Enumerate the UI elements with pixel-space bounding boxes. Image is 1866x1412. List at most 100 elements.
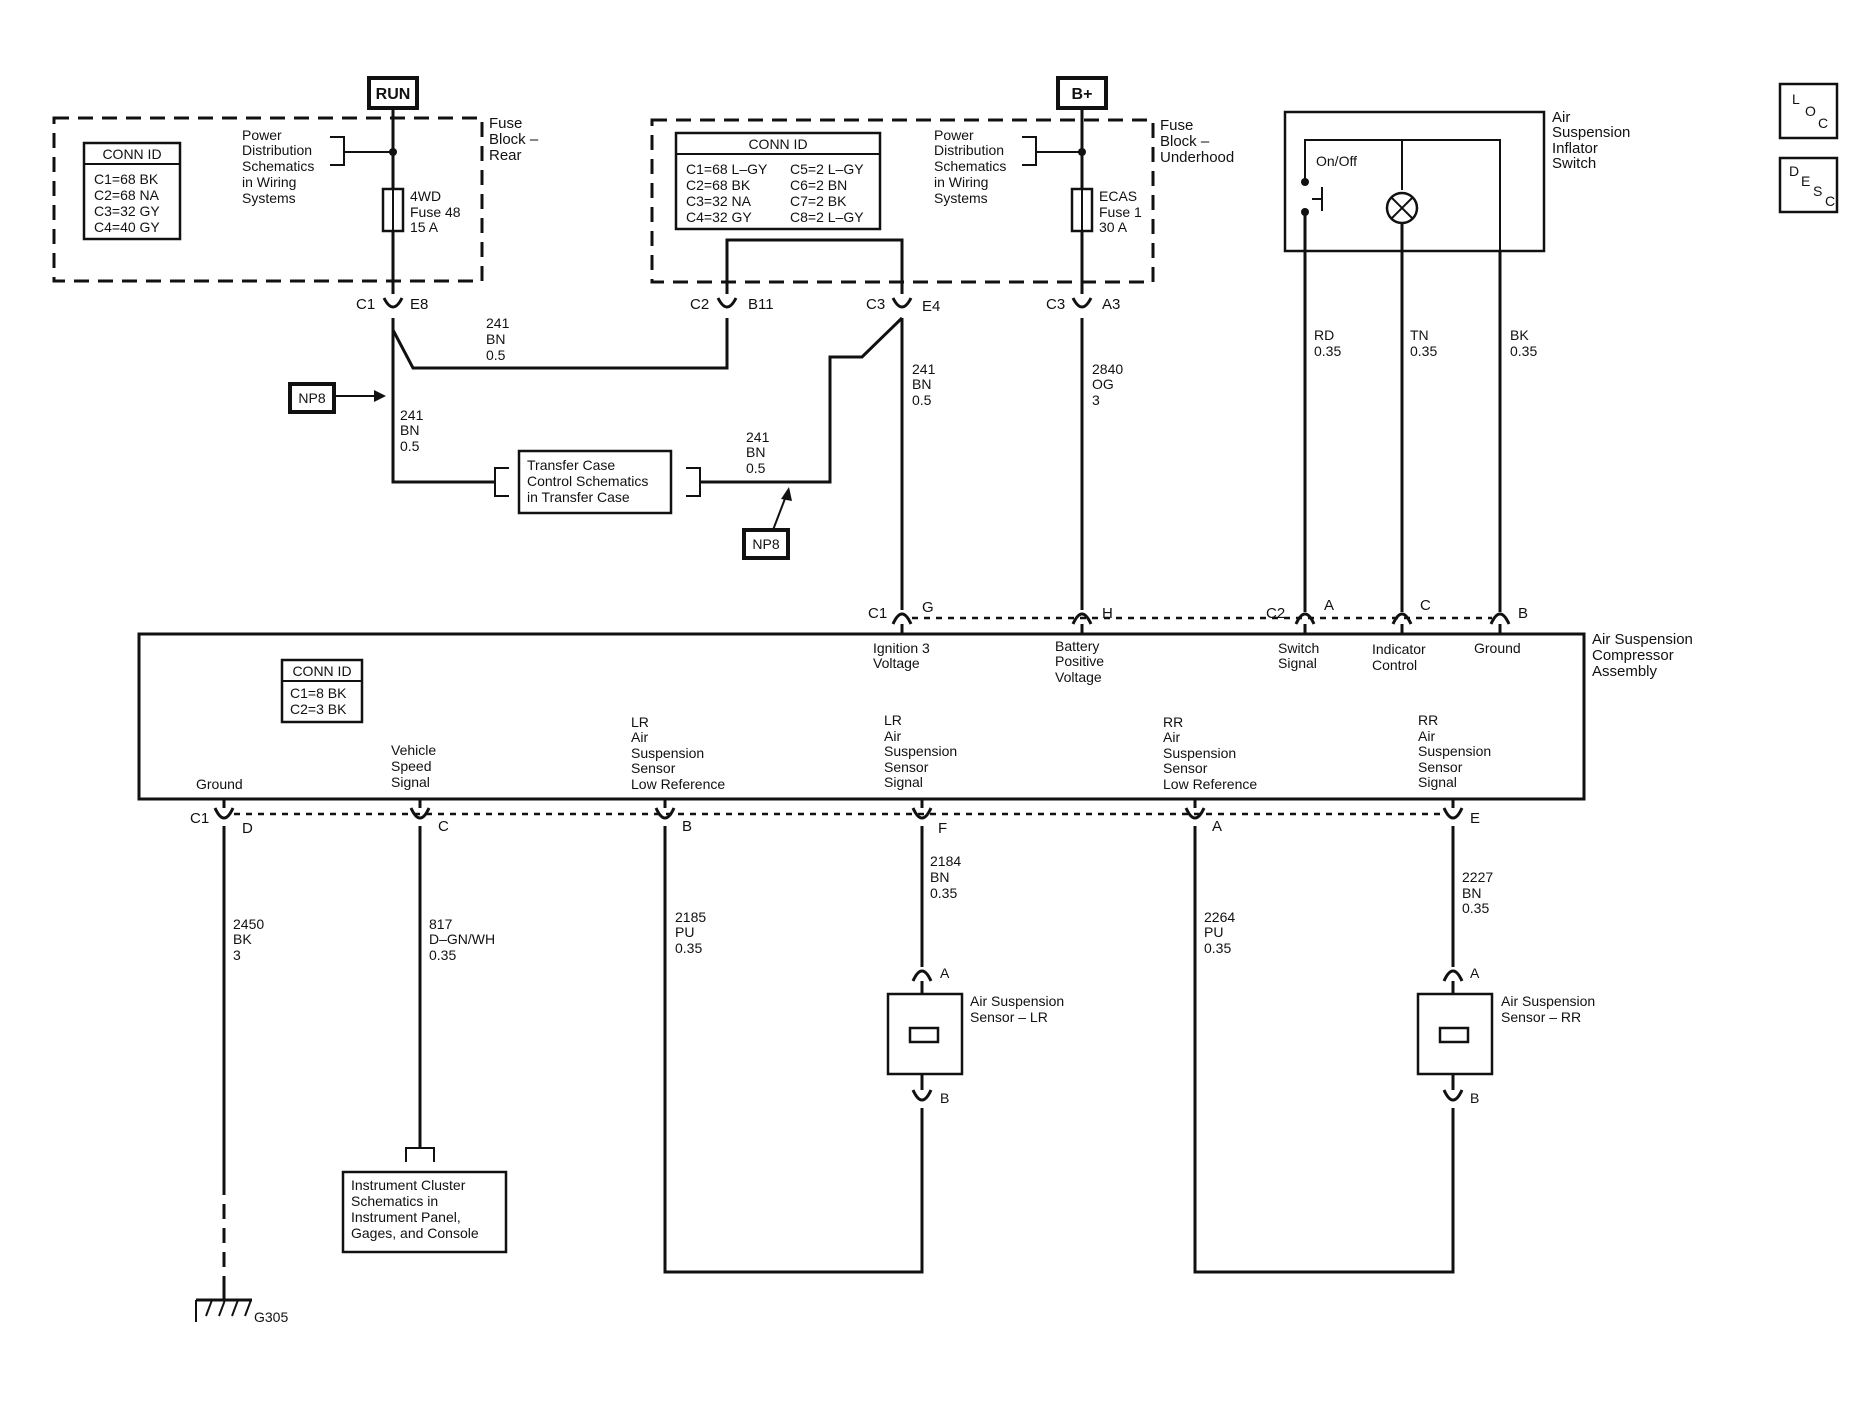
pin-label: B xyxy=(1518,605,1528,622)
transfer-case-text: Control Schematics xyxy=(527,473,648,489)
func-label: Low Reference xyxy=(1163,776,1257,792)
func-label: Signal xyxy=(1418,774,1457,790)
func-label: Air xyxy=(1163,729,1180,745)
fuse-1-text: ECAS xyxy=(1099,188,1137,204)
conn-id-row: C6=2 BN xyxy=(790,177,847,193)
conn-id-row: C4=40 GY xyxy=(94,219,160,235)
conn-id-row: C3=32 GY xyxy=(94,203,160,219)
conn-label: C1 xyxy=(190,810,209,827)
wire-label: 0.5 xyxy=(746,460,766,476)
wire-2840: 2840 OG 3 xyxy=(1080,318,1123,610)
fuse-block-underhood-title-2: Block – xyxy=(1160,133,1210,150)
func-label: Battery xyxy=(1055,638,1099,654)
wire-label: 0.35 xyxy=(1462,900,1489,916)
power-dist-text: in Wiring xyxy=(934,174,988,190)
bplus-source: B+ xyxy=(1056,76,1108,152)
wire-label: BN xyxy=(746,444,765,460)
connector-c2-b11-icon xyxy=(716,297,738,309)
loc-letter: O xyxy=(1805,103,1816,119)
wire-label: 0.5 xyxy=(400,438,420,454)
func-label: Ground xyxy=(196,776,243,792)
func-label: Suspension xyxy=(631,745,704,761)
func-label: RR xyxy=(1163,714,1183,730)
func-label: Suspension xyxy=(884,743,957,759)
sensor-lr-label: Sensor – LR xyxy=(970,1009,1048,1025)
wire-label: 2450 xyxy=(233,916,264,932)
conn-label: C2 xyxy=(690,296,709,313)
instrument-cluster-box: Instrument Cluster Schematics in Instrum… xyxy=(341,1170,508,1254)
instrument-cluster-text: Instrument Cluster xyxy=(351,1177,466,1193)
power-dist-text: Systems xyxy=(934,190,988,206)
inflator-switch: Air Suspension Inflator Switch On/Off RD… xyxy=(1283,109,1630,612)
func-label: Indicator xyxy=(1372,641,1426,657)
conn-id-header: CONN ID xyxy=(748,136,807,152)
wire-label: TN xyxy=(1410,327,1429,343)
wire-label: 241 xyxy=(486,315,510,331)
pin-label: B xyxy=(940,1090,949,1106)
conn-id-row: C3=32 NA xyxy=(686,193,752,209)
wire-label: 2227 xyxy=(1462,869,1493,885)
conn-id-row: C5=2 L–GY xyxy=(790,161,864,177)
wire-label: 241 xyxy=(400,407,424,423)
wire-label: 241 xyxy=(912,361,936,377)
connector-c3-a3-icon xyxy=(1071,297,1093,309)
connector-pin-e-icon xyxy=(1442,807,1464,820)
wire-label: 2840 xyxy=(1092,361,1123,377)
wire-241-network: 241 BN 0.5 241 BN 0.5 241 BN 0.5 241 BN … xyxy=(391,315,936,610)
desc-letter: D xyxy=(1789,163,1799,179)
func-label: Sensor xyxy=(1163,760,1208,776)
loc-button[interactable]: L O C xyxy=(1778,82,1839,140)
wire-label: 0.5 xyxy=(486,347,506,363)
func-label: Sensor xyxy=(884,759,929,775)
transfer-case-text: Transfer Case xyxy=(527,457,615,473)
power-dist-text: in Wiring xyxy=(242,174,296,190)
wire-label: D–GN/WH xyxy=(429,931,495,947)
sensor-rr-label: Air Suspension xyxy=(1501,993,1595,1009)
inflator-switch-title: Switch xyxy=(1552,155,1596,172)
sensor-element-icon xyxy=(1438,1026,1470,1044)
wire-label: RD xyxy=(1314,327,1334,343)
connector-pin-b-bottom-icon xyxy=(654,807,676,820)
ground-g305: G305 xyxy=(195,1290,288,1325)
func-label: Signal xyxy=(884,774,923,790)
wire-label: 241 xyxy=(746,429,770,445)
conn-id-row: C1=8 BK xyxy=(290,685,347,701)
np8-tag-bottom: NP8 xyxy=(742,487,792,560)
power-dist-text: Schematics xyxy=(934,158,1006,174)
func-label: Speed xyxy=(391,758,431,774)
loc-letter: L xyxy=(1792,91,1800,107)
fuse-1-text: 30 A xyxy=(1099,219,1128,235)
np8-tag-left: NP8 xyxy=(288,382,386,414)
connector-pin-b-icon xyxy=(911,1089,933,1102)
desc-button[interactable]: D E S C xyxy=(1778,156,1839,214)
pin-label: C xyxy=(1420,597,1431,614)
pin-label: H xyxy=(1102,605,1113,622)
ground-label: G305 xyxy=(254,1309,288,1325)
wire-label: BN xyxy=(1462,885,1481,901)
sensor-lr: A B Air Suspension Sensor – LR xyxy=(886,965,1064,1106)
func-label: Switch xyxy=(1278,640,1319,656)
pin-label: A3 xyxy=(1102,296,1120,313)
func-label: Signal xyxy=(1278,655,1317,671)
fuse-block-underhood-title-1: Fuse xyxy=(1160,117,1193,134)
func-label: Vehicle xyxy=(391,742,436,758)
pin-label: E8 xyxy=(410,296,428,313)
pin-label: B xyxy=(1470,1090,1479,1106)
compressor-title: Air Suspension xyxy=(1592,631,1693,648)
power-dist-text: Schematics xyxy=(242,158,314,174)
connector-pin-c-icon xyxy=(1391,612,1413,625)
wire-label: 0.35 xyxy=(1510,343,1537,359)
connector-pin-a-bottom-icon xyxy=(1184,807,1206,820)
conn-label: C1 xyxy=(868,605,887,622)
sensor-element-icon xyxy=(908,1026,940,1044)
func-label: Signal xyxy=(391,774,430,790)
onoff-label: On/Off xyxy=(1316,153,1357,169)
fuse-block-underhood: Fuse Block – Underhood CONN ID C1=68 L–G… xyxy=(650,117,1234,315)
connector-pin-b-icon xyxy=(1489,612,1511,625)
desc-letter: S xyxy=(1813,183,1822,199)
fuse-48-text: 15 A xyxy=(410,219,439,235)
arrow-right-icon xyxy=(374,390,386,402)
wire-label: 0.35 xyxy=(930,885,957,901)
wire-2264-2227: 2264 PU 0.35 2227 BN 0.35 xyxy=(1193,826,1493,1274)
